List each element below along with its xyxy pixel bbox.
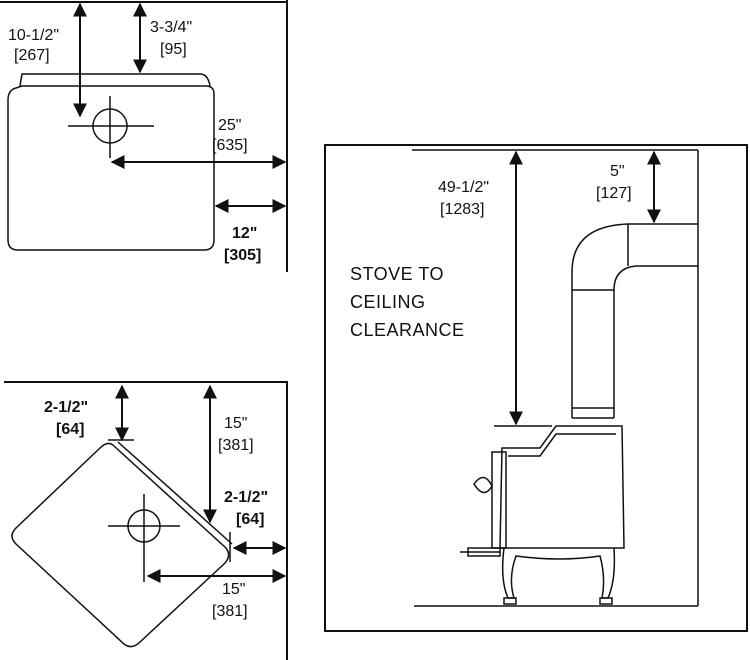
top-view-flue-collar bbox=[68, 96, 154, 158]
side-view-dim-ceiling-imperial: 49-1/2" bbox=[438, 179, 489, 196]
corner-view-flue-collar bbox=[108, 494, 180, 582]
side-view-caption-line-2: CEILING bbox=[350, 292, 426, 312]
side-view-stovepipe bbox=[571, 223, 698, 419]
top-view-dim-left-metric: [267] bbox=[14, 47, 50, 64]
corner-view-panel: 2-1/2" [64] 15" [381] 2-1/2" [64] 15" [3… bbox=[4, 381, 288, 660]
side-view-caption-line-3: CLEARANCE bbox=[350, 320, 465, 340]
corner-view-dim-back-imperial: 2-1/2" bbox=[44, 399, 88, 416]
corner-view-dim-back-metric: [64] bbox=[56, 421, 84, 438]
corner-view-stove-top-edge bbox=[117, 441, 233, 545]
corner-view-dim-flue-h-metric: [381] bbox=[212, 603, 248, 620]
corner-view-dim-flue-v-imperial: 15" bbox=[224, 415, 247, 432]
side-view-dim-pipe-metric: [127] bbox=[596, 185, 632, 202]
side-view-panel: 49-1/2" [1283] 5" [127] STOVE TO CEILING… bbox=[324, 144, 748, 632]
top-view-dim-side-metric: [305] bbox=[224, 247, 261, 264]
top-view-stove-outline bbox=[7, 85, 215, 251]
side-view-frame bbox=[324, 144, 748, 632]
side-view-dim-ceiling-metric: [1283] bbox=[440, 201, 484, 218]
top-view-dim-flue-metric: [635] bbox=[212, 137, 248, 154]
corner-view-stove-outline bbox=[11, 442, 230, 648]
side-view-dim-pipe-imperial: 5" bbox=[610, 163, 625, 180]
corner-view-dim-flue-h-imperial: 15" bbox=[222, 581, 245, 598]
top-view-panel: 10-1/2" [267] 3-3/4" [95] 25" [635] 12" … bbox=[0, 0, 288, 272]
corner-view-dim-side-metric: [64] bbox=[236, 511, 264, 528]
top-view-dim-top-metric: [95] bbox=[160, 41, 187, 58]
corner-view-dim-side-imperial: 2-1/2" bbox=[224, 489, 268, 506]
side-view-caption-line-1: STOVE TO bbox=[350, 264, 444, 284]
top-view-dim-flue-imperial: 25" bbox=[218, 117, 241, 134]
corner-view-dim-flue-v-metric: [381] bbox=[218, 437, 254, 454]
top-view-dim-top-imperial: 3-3/4" bbox=[150, 19, 192, 36]
side-view-stove-body bbox=[460, 425, 625, 605]
top-view-dim-side-imperial: 12" bbox=[232, 225, 257, 242]
top-view-dim-left-imperial: 10-1/2" bbox=[8, 27, 59, 44]
top-view-stove-top bbox=[19, 73, 211, 87]
